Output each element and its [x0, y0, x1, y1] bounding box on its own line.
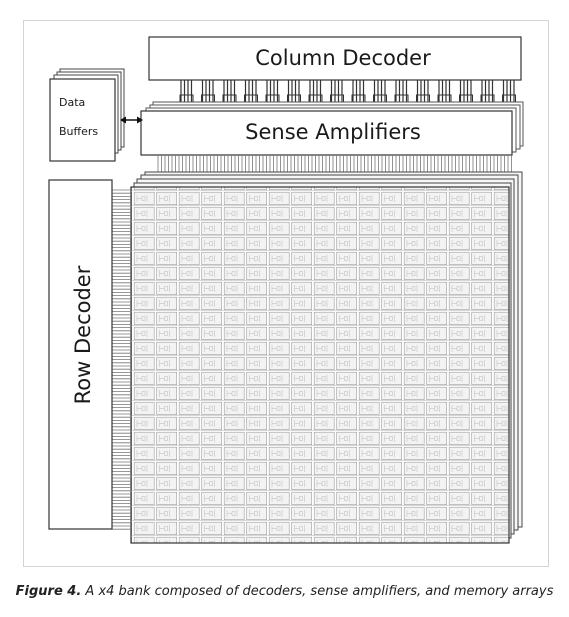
column-decoder-connectors: [179, 80, 516, 105]
row-decoder-label: Row Decoder: [71, 265, 95, 404]
row-decoder-block: [48, 179, 113, 530]
column-decoder-label: Column Decoder: [255, 46, 431, 70]
wordline-connectors: [112, 189, 131, 530]
sense-amplifiers-label: Sense Amplifiers: [245, 120, 421, 144]
memory-array: [130, 186, 510, 544]
figure-caption-text: A x4 bank composed of decoders, sense am…: [85, 584, 554, 599]
data-buffers-label-line2: Buffers: [59, 125, 98, 138]
data-buffers-label-line1: Data: [59, 96, 85, 109]
bitline-connectors: [157, 155, 512, 173]
data-buffer-arrow: [120, 116, 143, 124]
data-buffers-block: [49, 78, 116, 162]
sense-amplifiers-block: [140, 110, 513, 156]
figure-number: Figure 4.: [15, 584, 82, 599]
column-decoder-block: [148, 36, 522, 81]
figure-caption: Figure 4. A x4 bank composed of decoders…: [0, 584, 569, 599]
